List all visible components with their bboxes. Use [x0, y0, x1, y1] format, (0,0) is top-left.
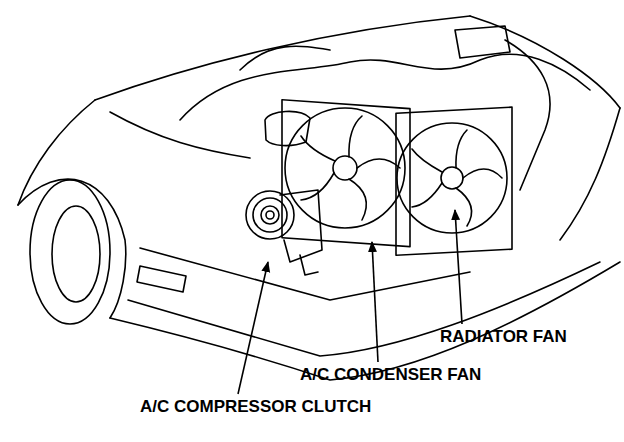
condenser-fan-ring: [285, 108, 405, 228]
part-label-holder: A/C CONDENSER FAN: [300, 366, 481, 385]
bumper-line: [128, 262, 600, 356]
wire-harness: [180, 54, 590, 120]
reservoir-tank: [265, 111, 310, 145]
part-label: A/C COMPRESSOR CLUTCH: [140, 398, 371, 417]
wire-harness: [240, 46, 330, 70]
fan-blade: [456, 188, 472, 226]
fan-blade: [349, 179, 366, 220]
fan-blade: [463, 169, 502, 178]
fan-blade: [412, 183, 442, 207]
compressor-pulley: [253, 198, 287, 232]
left-fender: [18, 100, 95, 205]
fan-blade: [301, 136, 335, 161]
radiator-fan-shroud: [396, 107, 512, 255]
fender-right: [560, 108, 620, 240]
front-fascia: [110, 262, 620, 380]
tire: [30, 180, 110, 324]
part-label-holder: A/C COMPRESSOR CLUTCH: [140, 398, 371, 417]
leader-line: [455, 210, 462, 324]
fan-blade: [357, 159, 400, 168]
fog-lamp: [137, 266, 186, 292]
compressor-pulley: [246, 191, 294, 239]
fan-blade: [349, 116, 362, 157]
compressor-body: [280, 190, 322, 262]
fan-blade: [301, 173, 334, 200]
compressor-clutch-plate: [261, 206, 279, 224]
tire-rim: [52, 206, 100, 302]
hood-edge: [95, 16, 470, 100]
radiator-fan-hub: [441, 167, 463, 189]
part-label: A/C CONDENSER FAN: [300, 366, 481, 385]
compressor-bracket: [300, 255, 318, 275]
condenser-fan-hub: [333, 156, 357, 180]
radiator-fan-ring: [397, 123, 507, 233]
part-label: RADIATOR FAN: [440, 328, 567, 347]
fan-blade: [412, 149, 442, 172]
compressor-hub: [266, 211, 274, 219]
leader-line: [372, 242, 378, 362]
part-label-holder: RADIATOR FAN: [440, 328, 567, 347]
condenser-fan-shroud: [282, 100, 410, 247]
fan-blade: [456, 130, 467, 168]
leader-line: [238, 262, 268, 394]
reservoir: [455, 26, 510, 58]
